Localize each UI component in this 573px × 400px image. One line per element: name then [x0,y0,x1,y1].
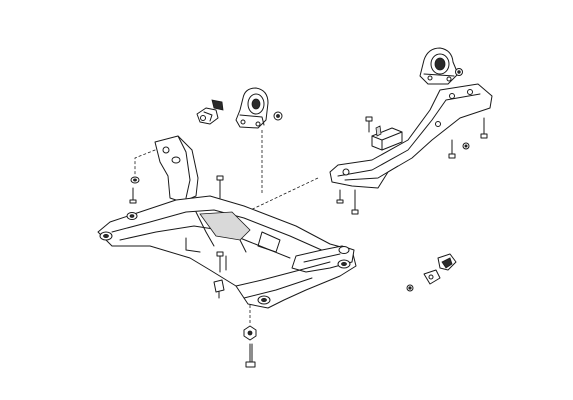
mount-bushing-hole-right [434,57,446,71]
nut-loose-right [406,284,414,292]
clip-bushing-right [437,253,457,271]
clamp-rubber-insert [211,99,224,111]
clip-bracket-right [423,269,441,285]
bolt-left-upright [129,187,137,204]
clamp-bracket [196,99,224,125]
bolt-subframe-left-lower [216,251,224,273]
bolt-crossmember-stud [365,116,373,133]
mount-bracket-small [371,125,403,151]
nut-subframe-bottom [243,325,257,341]
bolt-subframe-bottom [245,343,256,368]
bolt-crossmember-right [480,117,488,139]
leader-line-crossmember-to-frame [239,177,319,216]
bolt-subframe-top [216,175,224,199]
leader-lines [134,130,319,325]
bolt-crossmember-mid [448,139,456,159]
clip-subframe-left [213,279,225,299]
nut-crossmember-mid [462,142,470,150]
mount-bushing-hole [251,98,261,110]
engine-mount-left [419,47,459,85]
bolt-crossmember-lower [351,189,359,215]
bolt-crossmember-left [336,189,344,204]
leader-line-left-nut [134,147,161,175]
nut-right-mount [455,68,463,76]
nut-left-upright [130,176,140,184]
front-subframe [97,135,357,309]
nut-upper-mount [273,111,283,121]
subframe-center-plate [199,211,251,241]
engine-mount-upper [235,87,269,129]
transmission-crossmember [329,83,493,189]
